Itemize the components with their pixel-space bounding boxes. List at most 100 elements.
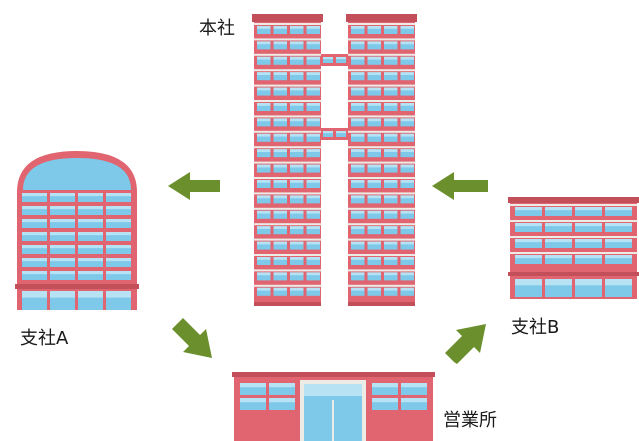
branch-a-window [106,206,131,215]
branch-a-ground-window-glare [22,291,47,298]
hq-window [290,210,304,219]
hq-window [306,56,320,65]
hq-bridge-window-glare [336,131,346,134]
hq-window-glare [367,241,381,245]
hq-window [400,164,414,173]
branch-b-window-glare [545,223,572,227]
branch-b-window [515,223,542,232]
hq-window [290,272,304,281]
branch-b-window-glare [605,255,632,259]
hq-window [306,26,320,34]
hq-window [351,41,365,50]
sales-office-label: 営業所 [443,410,497,431]
hq-window-glare [400,241,414,245]
hq-window [367,241,381,250]
hq-window [273,257,287,265]
hq-window [400,41,414,50]
branch-a-window-glare [78,232,103,236]
hq-window-glare [351,56,365,60]
hq-floor-line [254,223,321,226]
hq-window [351,133,365,142]
hq-window-glare [384,26,398,29]
branch-b-floor-line [510,220,637,222]
branch-b-window-glare [515,255,542,259]
hq-window-glare [400,41,414,45]
branch-a-window-glare [22,193,47,197]
hq-window [384,26,398,34]
sales-office-window-glare [240,398,266,403]
branch-b-window [605,223,632,232]
hq-window [273,241,287,250]
branch-a-window-glare [106,271,131,275]
sales-office-door-divider [332,400,334,441]
branch-b-window-glare [545,255,572,259]
hq-window-glare [306,272,320,276]
hq-window-glare [351,118,365,122]
hq-floor-line [348,177,415,179]
branch-a-window-glare [22,206,47,210]
hq-window-glare [351,180,365,183]
hq-window [384,180,398,188]
branch-a-window [78,232,103,241]
hq-window-glare [351,272,365,276]
hq-window-glare [273,149,287,152]
hq-window [367,195,381,204]
branch-a-window [50,232,75,241]
branch-b-ground-window-glare [605,279,632,286]
hq-window [273,272,287,281]
hq-floor-line [254,146,321,149]
hq-window [257,180,271,188]
hq-window-glare [384,164,398,168]
branch-a-window-glare [50,219,75,223]
hq-window-glare [351,241,365,245]
hq-window-glare [257,180,271,183]
hq-window-glare [351,287,365,291]
hq-floor-line [348,23,415,25]
hq-window-glare [400,210,414,214]
hq-window-glare [306,180,320,183]
hq-window [351,26,365,34]
hq-window [290,257,304,265]
hq-window-glare [306,41,320,45]
hq-window [384,226,398,235]
hq-window [290,56,304,65]
hq-window-glare [257,226,271,229]
hq-window [384,72,398,81]
hq-window-glare [257,149,271,152]
hq-window-glare [257,26,271,29]
hq-window [257,133,271,142]
hq-window-glare [384,41,398,45]
hq-window-glare [306,226,320,229]
branch-a-window-glare [106,258,131,262]
hq-window-glare [273,164,287,168]
hq-window-glare [290,56,304,60]
hq-window-glare [384,287,398,291]
branch-a-window-glare [50,232,75,236]
hq-floor-line [254,161,321,164]
hq-window-glare [306,149,320,152]
branch-b-window-glare [575,223,602,227]
hq-window-glare [384,56,398,60]
hq-window-glare [400,133,414,137]
hq-window-glare [400,56,414,60]
hq-window [257,272,271,281]
hq-window [367,180,381,188]
hq-window [351,72,365,81]
hq-window-glare [257,103,271,106]
branch-a-window-glare [22,271,47,275]
hq-window [384,164,398,173]
hq-window-glare [367,118,381,122]
hq-window-glare [257,257,271,260]
hq-window [290,164,304,173]
hq-tower-roof [252,14,323,22]
hq-window [367,72,381,81]
hq-window-glare [290,272,304,276]
hq-window [257,210,271,219]
hq-window [400,241,414,250]
branch-b-window [575,223,602,232]
hq-window-glare [290,133,304,137]
branch-a-window-glare [78,193,103,197]
hq-window-glare [273,257,287,260]
hq-window [290,133,304,142]
branch-a-window [106,258,131,267]
